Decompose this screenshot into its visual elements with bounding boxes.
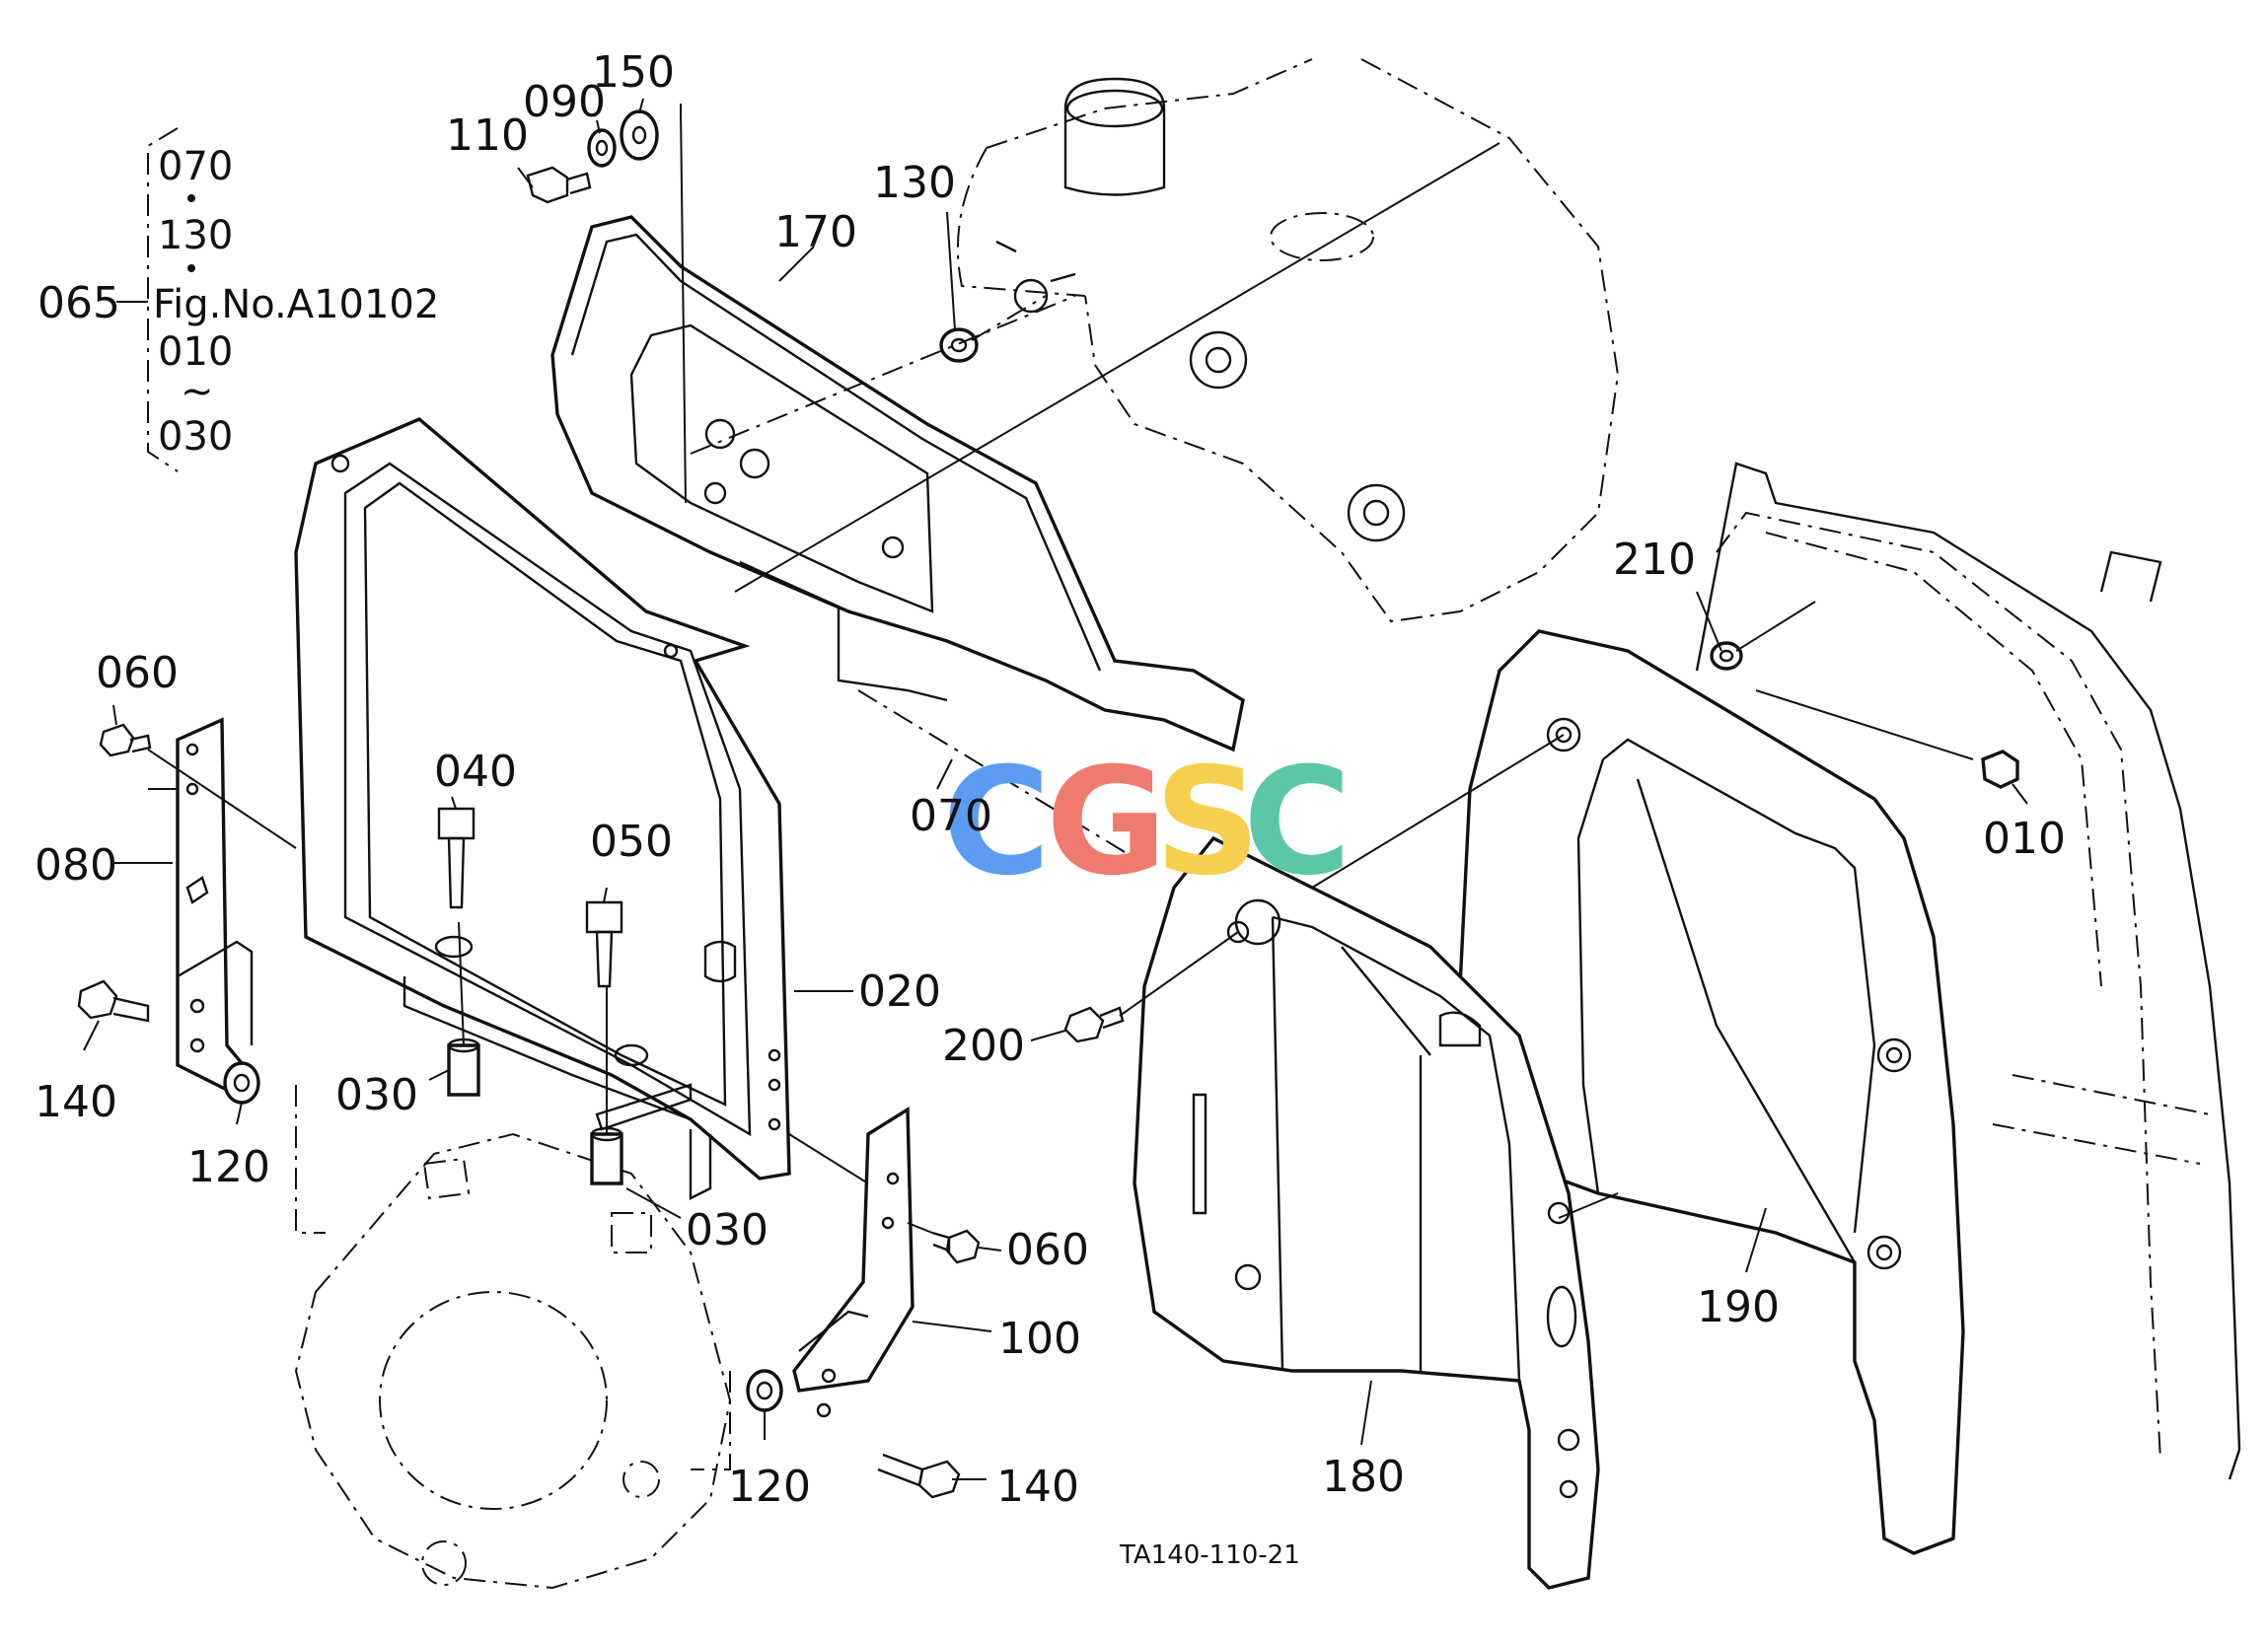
callout-065: 065	[37, 278, 120, 328]
callout-200: 200	[942, 1021, 1025, 1071]
group-item-130: 130	[158, 213, 233, 258]
callout-leaders	[83, 98, 2028, 1480]
transmission-housing	[294, 1132, 732, 1590]
callout-040: 040	[434, 747, 517, 797]
callout-140-right: 140	[996, 1462, 1079, 1512]
callout-190: 190	[1697, 1282, 1780, 1332]
callout-210: 210	[1613, 535, 1696, 585]
fuel-tank-outline	[956, 58, 1620, 623]
frame-020	[294, 417, 791, 1200]
callout-180: 180	[1322, 1452, 1405, 1502]
bracket-100	[792, 1106, 915, 1418]
panel-180	[1133, 835, 1600, 1590]
group-range-tilde: ~	[181, 369, 214, 414]
callout-080: 080	[35, 840, 117, 891]
callout-030-left: 030	[335, 1070, 418, 1120]
callout-020: 020	[858, 966, 941, 1017]
assembly-group-bracket	[116, 127, 195, 472]
callout-120-right: 120	[728, 1462, 811, 1512]
callout-030-right: 030	[686, 1205, 768, 1255]
group-range-end: 030	[158, 414, 233, 460]
callout-090: 090	[523, 77, 606, 127]
callout-170: 170	[774, 207, 857, 257]
callout-150: 150	[592, 47, 675, 98]
bracket-080	[176, 717, 255, 1092]
callout-130: 130	[873, 158, 956, 208]
group-item-070: 070	[158, 144, 233, 189]
callout-100: 100	[998, 1314, 1081, 1364]
watermark-letter-4: C	[1243, 737, 1352, 908]
callout-140-left: 140	[35, 1077, 117, 1127]
callout-050: 050	[590, 817, 673, 867]
watermark-letter-1: C	[942, 737, 1051, 908]
cab-frame-outline	[1695, 462, 2241, 1480]
part-callouts: 065 110 090 150 170 130 060 080 040 050 …	[35, 47, 2066, 1512]
group-figure-ref: Fig.No.A10102	[153, 282, 439, 327]
group-range-start: 010	[158, 329, 233, 375]
callout-120-left: 120	[187, 1142, 270, 1192]
drawing-code: TA140-110-21	[1119, 1540, 1300, 1570]
fasteners	[77, 109, 2019, 1499]
watermark-letter-3: S	[1154, 737, 1261, 908]
assembly-group-text: 070 130 Fig.No.A10102 010 ~ 030	[153, 144, 439, 460]
callout-060-right: 060	[1006, 1225, 1089, 1275]
callout-010: 010	[1983, 814, 2066, 864]
shield-170	[550, 215, 1245, 752]
watermark-logo: C G S C	[942, 737, 1352, 908]
callout-060-left: 060	[96, 648, 179, 698]
callout-070: 070	[910, 791, 992, 841]
callout-110: 110	[446, 110, 529, 161]
watermark-letter-2: G	[1046, 737, 1167, 908]
assembly-lines	[147, 104, 1974, 1470]
